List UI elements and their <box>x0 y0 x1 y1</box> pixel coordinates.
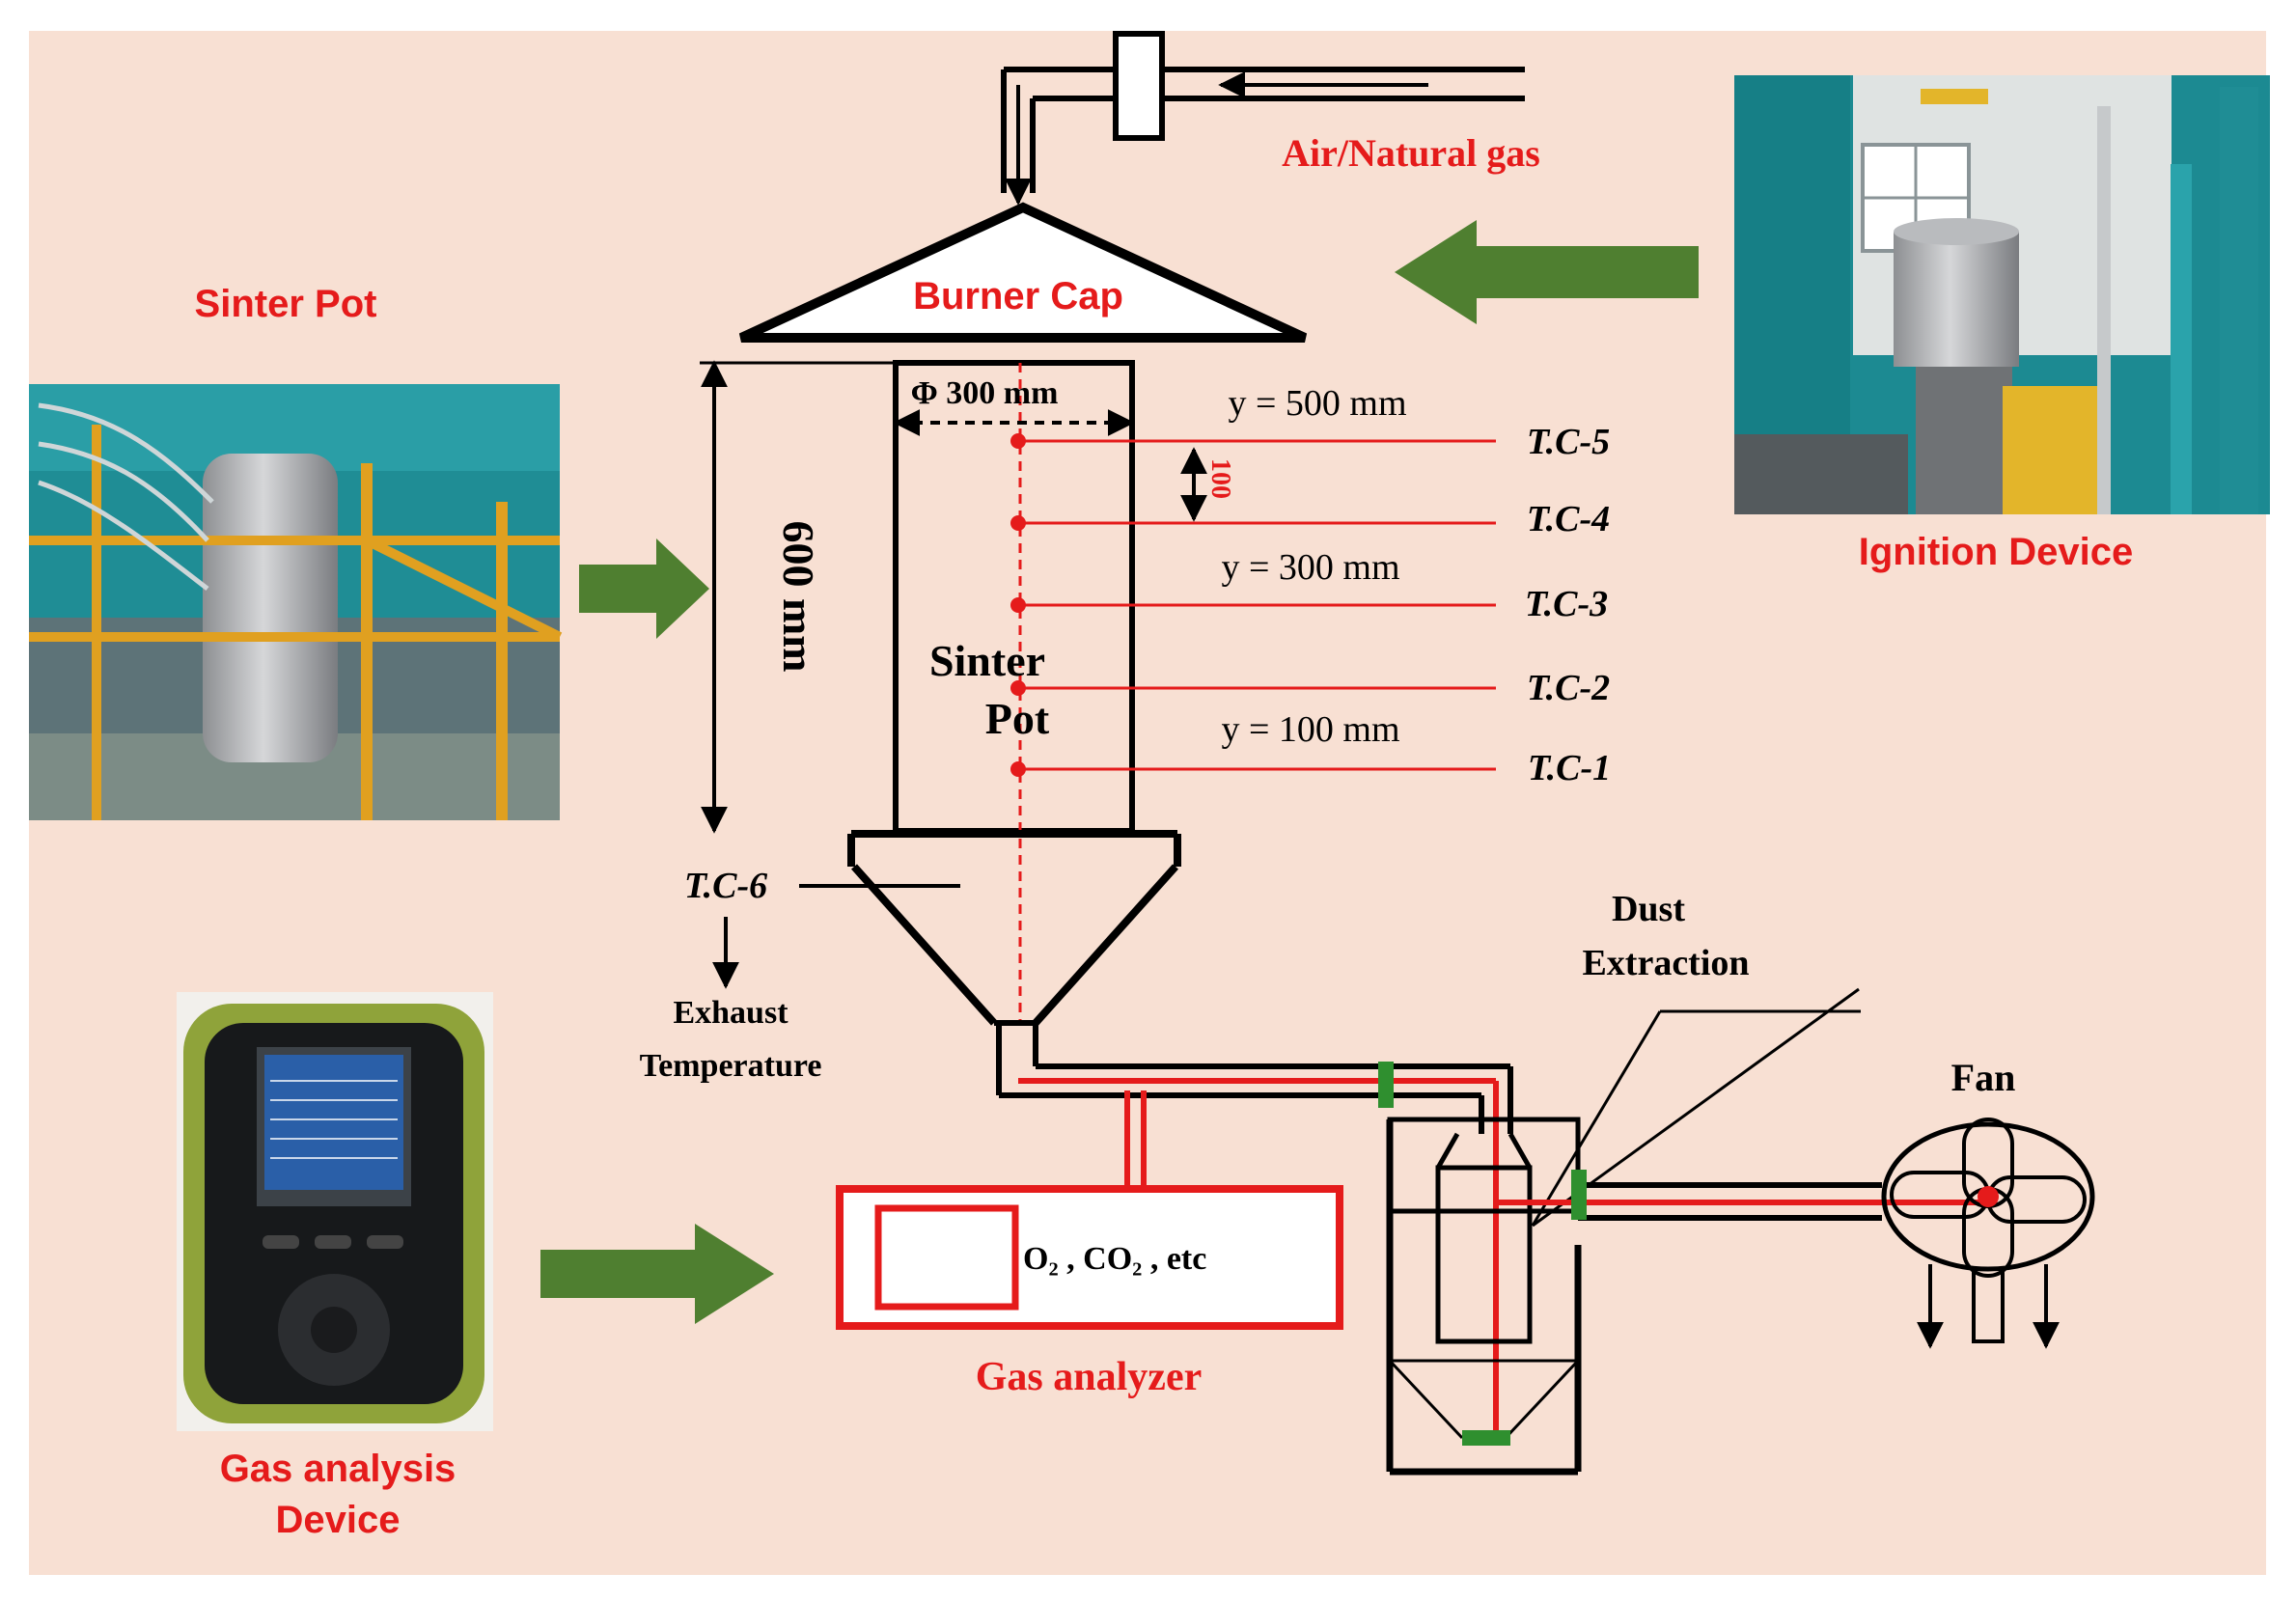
tc6-label: T.C-6 <box>684 866 767 906</box>
spacing-label: 100 <box>1205 458 1235 499</box>
wind-box <box>847 830 1181 1095</box>
tc4-label: T.C-4 <box>1527 499 1610 539</box>
green-arrow-icon <box>540 1224 774 1324</box>
pot-label-line1: Sinter <box>929 636 1045 685</box>
sinter-pot-title: Sinter Pot <box>195 283 377 325</box>
sinter-pot-photo <box>29 384 563 820</box>
gas-analysis-device-photo <box>177 992 493 1431</box>
gas-analyzer-label: Gas analyzer <box>976 1355 1202 1399</box>
burner-cap <box>738 202 1308 343</box>
diameter-label: Φ 300 mm <box>911 375 1059 411</box>
green-valve <box>1571 1170 1587 1220</box>
gas-species-label: O₂ , CO₂ , etc <box>1023 1241 1206 1277</box>
green-valve <box>1378 1062 1394 1108</box>
dust-label-line2: Extraction <box>1582 943 1749 983</box>
tc3-label: T.C-3 <box>1525 584 1608 624</box>
gas-analysis-device-line2: Device <box>276 1499 401 1541</box>
height-label: 600 mm <box>774 520 823 672</box>
gas-analysis-device-line1: Gas analysis <box>220 1448 456 1490</box>
gas-analyzer-sensor <box>874 1204 1019 1311</box>
tc1-label: T.C-1 <box>1528 748 1611 788</box>
exhaust-label-line1: Exhaust <box>673 995 788 1031</box>
y100-label: y = 100 mm <box>1221 709 1399 750</box>
green-valve <box>1462 1430 1510 1446</box>
fan-label: Fan <box>1951 1056 2016 1099</box>
dust-leader-line <box>1531 1010 1662 1227</box>
tc2-label: T.C-2 <box>1527 668 1610 708</box>
y300-label: y = 300 mm <box>1221 547 1399 588</box>
valve <box>1113 31 1165 141</box>
air-natural-gas-label: Air/Natural gas <box>1282 131 1540 175</box>
y500-label: y = 500 mm <box>1228 383 1406 424</box>
burner-cap-label: Burner Cap <box>913 275 1123 317</box>
dust-label-line1: Dust <box>1612 889 1685 929</box>
pot-label-line2: Pot <box>985 694 1050 743</box>
thermocouples <box>1010 433 1496 777</box>
ignition-device-label: Ignition Device <box>1859 531 2134 573</box>
fan-hub <box>1978 1186 1999 1207</box>
ignition-device-photo <box>1734 75 2270 514</box>
exhaust-pipe <box>999 1063 1513 1438</box>
tc5-label: T.C-5 <box>1527 422 1610 462</box>
green-arrow-icon <box>579 538 709 639</box>
green-arrow-icon <box>1395 220 1699 324</box>
exhaust-label-line2: Temperature <box>640 1048 822 1084</box>
